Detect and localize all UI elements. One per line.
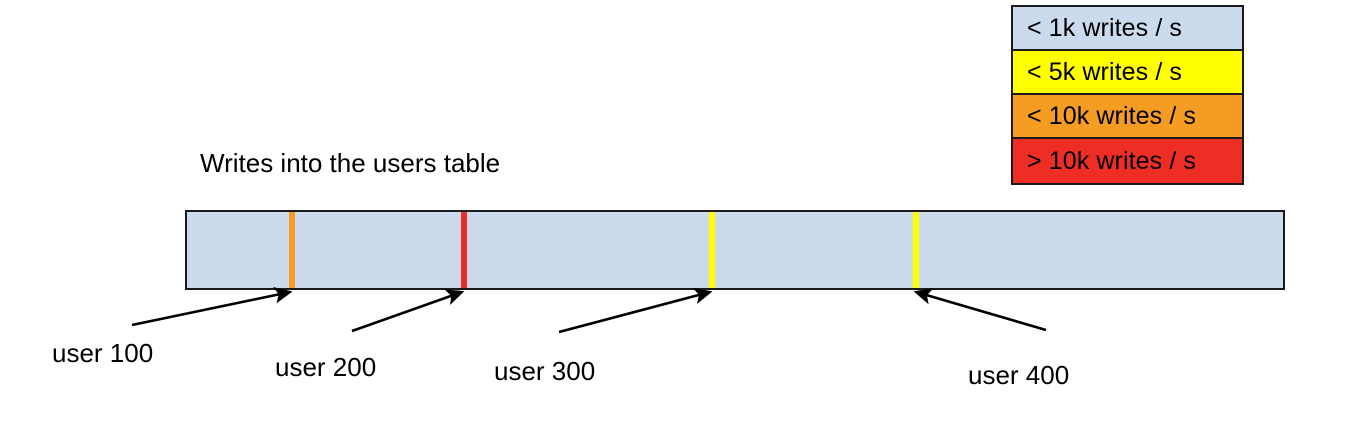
legend-item-label: < 5k writes / s (1027, 57, 1183, 86)
callout-label-user-400: user 400 (968, 360, 1070, 390)
user-200-marker (461, 212, 467, 288)
callout-label-user-100: user 100 (52, 338, 154, 368)
range-bar (185, 210, 1285, 290)
legend-item-gt-10k: > 10k writes / s (1013, 139, 1242, 183)
legend-item-lt-5k: < 5k writes / s (1013, 51, 1242, 95)
legend-item-label: > 10k writes / s (1027, 146, 1197, 175)
callout-label-user-300: user 300 (494, 356, 596, 386)
legend-item-label: < 1k writes / s (1027, 13, 1183, 42)
user-100-marker (289, 212, 295, 288)
legend: < 1k writes / s < 5k writes / s < 10k wr… (1011, 5, 1244, 185)
legend-item-lt-1k: < 1k writes / s (1013, 7, 1242, 51)
callout-label-user-200: user 200 (275, 352, 377, 382)
user-300-marker (709, 212, 715, 288)
legend-item-lt-10k: < 10k writes / s (1013, 95, 1242, 139)
user-400-marker (913, 212, 919, 288)
chart-title: Writes into the users table (200, 148, 501, 178)
legend-item-label: < 10k writes / s (1027, 101, 1197, 130)
